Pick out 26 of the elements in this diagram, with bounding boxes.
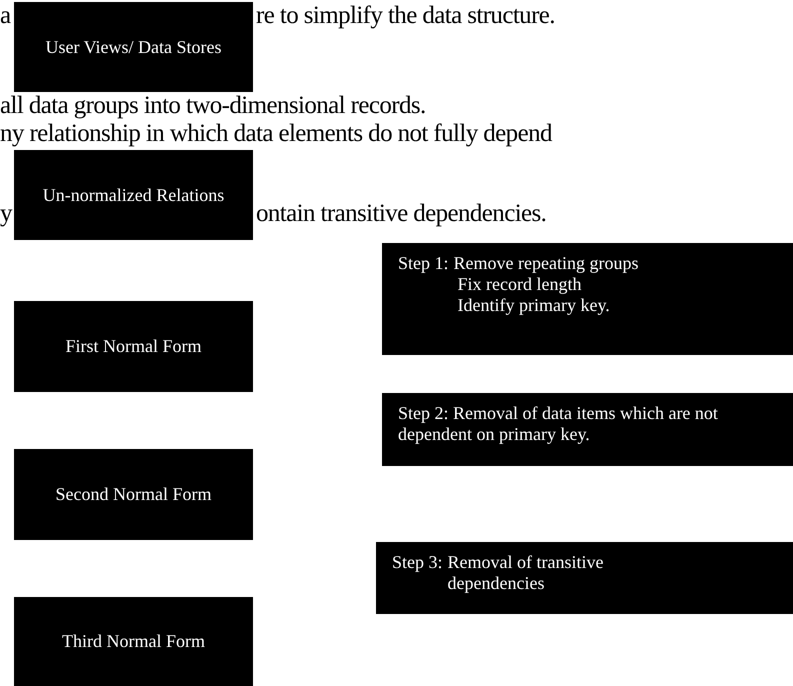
stage-box (14, 2, 253, 92)
paragraph-text: all data groups into two-dimensional records. (0, 92, 426, 120)
paragraph-text: y (0, 200, 12, 228)
step-number: Step 3: (392, 552, 443, 574)
step-text: Remove repeating groups (454, 253, 638, 274)
stage-label: Second Normal Form (54, 484, 212, 505)
stage-box (14, 449, 253, 540)
stage-label: User Views/ Data Stores (44, 36, 223, 58)
stage-label: Un-normalized Relations (42, 184, 226, 206)
step-text: Identify primary key. (456, 295, 611, 316)
paragraph-text: re to simplify the data structure. (256, 2, 555, 30)
stage-box (14, 301, 253, 392)
step-text: Removal of transitive dependencies (448, 552, 604, 594)
paragraph-text: ontain transitive dependencies. (256, 200, 546, 228)
step-box (376, 542, 793, 614)
stage-box (14, 597, 253, 686)
paragraph-text: a (0, 2, 10, 30)
stage-label: First Normal Form (64, 336, 202, 357)
step-number: Step 1: (398, 253, 449, 275)
step-box (382, 243, 793, 355)
stage-label: Third Normal Form (61, 631, 206, 652)
step-text: Step 2: Removal of data items which are not dependent on primary key. (398, 403, 719, 445)
stage-box (14, 150, 253, 240)
paragraph-text: ny relationship in which data elements do not fully depend (0, 120, 552, 148)
step-text: Fix record length (456, 274, 582, 295)
step-box (382, 393, 793, 466)
